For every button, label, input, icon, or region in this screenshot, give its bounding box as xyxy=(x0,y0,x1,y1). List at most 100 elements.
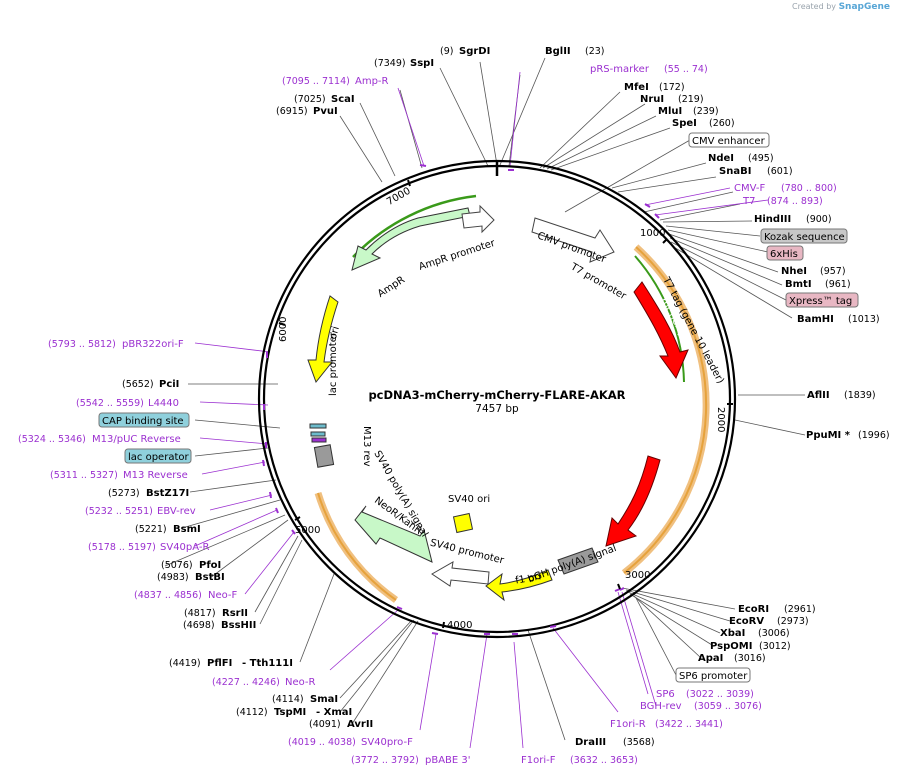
site-pos-pvui: (6915) xyxy=(276,106,308,117)
tick-5000: 5000 xyxy=(295,525,320,536)
mcherry-orf-1 xyxy=(634,255,685,383)
site-spei: SpeI xyxy=(672,118,697,129)
tick-6000: 6000 xyxy=(278,317,289,342)
site-xmai: - XmaI xyxy=(316,707,352,718)
snapgene-credit: Created by SnapGene xyxy=(792,2,890,12)
scale-ticks xyxy=(278,179,733,629)
box-cmv-enhancer xyxy=(688,132,770,148)
site-mlui: MluI xyxy=(658,106,682,117)
f1-ori-feature xyxy=(485,569,553,602)
site-labels-right: MfeI (172) NruI (219) MluI (239) SpeI (2… xyxy=(575,82,890,748)
box-kozak xyxy=(760,228,848,244)
primer-lines xyxy=(194,71,769,749)
site-pvui: PvuI xyxy=(313,106,338,117)
site-bglii: BglII xyxy=(545,46,571,57)
box-xpress xyxy=(785,292,859,308)
site-nrui: NruI xyxy=(640,94,664,105)
primer-pos-f1ori-f: (3632 .. 3653) xyxy=(570,755,638,766)
site-bstz17i: BstZ17I xyxy=(146,488,189,499)
site-apai: ApaI xyxy=(698,653,723,664)
site-pos-bsshii: (4698) xyxy=(183,620,215,631)
sv40-ori-feature xyxy=(452,512,474,534)
site-mfei: MfeI xyxy=(624,82,649,93)
site-ecori: EcoRI xyxy=(738,604,769,615)
ampr-promoter-feature xyxy=(461,204,495,234)
cmv-promoter-feature xyxy=(531,217,615,263)
ori-feature xyxy=(307,295,339,384)
label-lac-promoter: lac promoter xyxy=(328,331,339,396)
site-pos-snabi: (601) xyxy=(767,166,793,177)
primer-ebv-rev: EBV-rev xyxy=(157,506,196,517)
primer-pbr322ori-f: pBR322ori-F xyxy=(122,339,184,350)
primer-pbabe3: pBABE 3' xyxy=(425,755,471,766)
site-pos-mlui: (239) xyxy=(693,106,719,117)
tick-1000: 1000 xyxy=(640,228,665,239)
site-bmti: BmtI xyxy=(785,279,812,290)
label-m13-rev: M13 rev xyxy=(361,426,372,467)
primer-bgh-rev: BGH-rev xyxy=(640,701,682,712)
site-pos-draiii: (3568) xyxy=(623,737,655,748)
orf-line-1 xyxy=(623,246,708,574)
primer-pos-neo-r: (4227 .. 4246) xyxy=(212,677,280,688)
label-ampr: AmpR xyxy=(376,274,407,300)
site-tth111i: - Tth111I xyxy=(242,658,293,669)
label-ampr-promoter: AmpR promoter xyxy=(417,238,497,273)
primer-amp-r: Amp-R xyxy=(355,76,389,87)
primer-l4440: L4440 xyxy=(148,398,179,409)
primer-sv40pa-r: SV40pA-R xyxy=(160,542,209,553)
ampr-orf xyxy=(352,194,477,258)
boxtext-sp6-promoter: SP6 promoter xyxy=(679,671,748,682)
site-pos-apai: (3016) xyxy=(734,653,766,664)
site-smai: SmaI xyxy=(310,694,338,705)
site-pos-rsrii: (4817) xyxy=(184,608,216,619)
plasmid-length: 7457 bp xyxy=(475,403,519,415)
site-labels-top: (9) SgrDI BglII (23) (7349) SspI (7025) … xyxy=(276,46,605,117)
primer-labels: (7095 .. 7114) Amp-R pRS-marker (55 .. 7… xyxy=(18,64,837,766)
box-sp6-promoter xyxy=(675,667,751,683)
site-ppumi: PpuMI * xyxy=(806,430,851,441)
primer-pos-f1ori-r: (3422 .. 3441) xyxy=(655,719,723,730)
site-pfoi: PfoI xyxy=(199,560,221,571)
site-rsrii: RsrII xyxy=(222,608,248,619)
site-bsmi: BsmI xyxy=(173,524,201,535)
mcherry-feature-1 xyxy=(633,281,689,380)
site-labels-left: (5652) PciI (5273) BstZ17I (5221) BsmI (… xyxy=(108,379,373,730)
primer-pos-sv40pa-r: (5178 .. 5197) xyxy=(88,542,156,553)
site-pos-hindiii: (900) xyxy=(806,214,832,225)
lac-operator-mark xyxy=(310,431,326,437)
primer-pos-bgh-rev: (3059 .. 3076) xyxy=(694,701,762,712)
site-pos-bglii: (23) xyxy=(585,46,605,57)
site-pos-bstbi: (4983) xyxy=(157,572,189,583)
site-pos-nrui: (219) xyxy=(678,94,704,105)
mcherry-feature-2 xyxy=(605,455,661,547)
primer-pos-prs-marker: (55 .. 74) xyxy=(664,64,708,75)
primer-pos-sv40pro-f: (4019 .. 4038) xyxy=(288,737,356,748)
primer-pos-neo-f: (4837 .. 4856) xyxy=(134,590,202,601)
cap-site-mark xyxy=(309,423,327,429)
site-pos-bsmi: (5221) xyxy=(135,524,167,535)
site-pos-mfei: (172) xyxy=(659,82,685,93)
tick-4000: 4000 xyxy=(447,620,472,631)
primer-prs-marker: pRS-marker xyxy=(590,64,650,75)
sv40-promoter-feature xyxy=(431,561,490,587)
site-pos-nhei: (957) xyxy=(820,266,846,277)
boxtext-cap-binding-site: CAP binding site xyxy=(102,416,184,427)
site-pos-ecorv: (2973) xyxy=(777,616,809,627)
bgh-polya-feature xyxy=(557,547,599,575)
primer-pos-t7: (874 .. 893) xyxy=(767,196,823,207)
tick-2000: 2000 xyxy=(715,407,726,432)
plasmid-name: pcDNA3-mCherry-mCherry-FLARE-AKAR xyxy=(368,388,625,402)
label-t7-promoter: T7 promoter xyxy=(568,261,629,302)
primer-pos-pbabe3: (3772 .. 3792) xyxy=(351,755,419,766)
primer-m13-puc-reverse: M13/pUC Reverse xyxy=(92,434,181,445)
site-pos-tspmi: (4112) xyxy=(236,707,268,718)
site-ndei: NdeI xyxy=(708,153,734,164)
site-pspomi: PspOMI xyxy=(710,641,752,652)
primer-pos-ebv-rev: (5232 .. 5251) xyxy=(85,506,153,517)
site-ecorv: EcoRV xyxy=(729,616,764,627)
primer-m13-reverse: M13 Reverse xyxy=(123,470,188,481)
site-xbai: XbaI xyxy=(720,628,745,639)
site-pos-ppumi: (1996) xyxy=(858,430,890,441)
ampr-feature xyxy=(351,207,471,271)
